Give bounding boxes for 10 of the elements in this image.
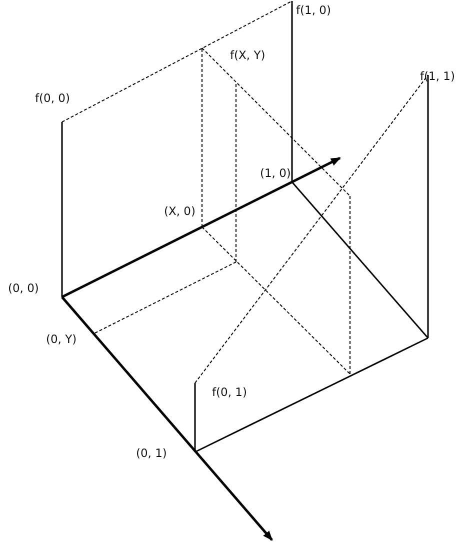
point-label: f(0, 1): [212, 387, 247, 398]
point-label: (X, 0): [164, 206, 196, 218]
point-label: (0, 1): [136, 448, 167, 460]
point-label: (0, 0): [8, 283, 39, 294]
point-label: f(1, 0): [296, 5, 331, 16]
point-label: f(X, Y): [230, 50, 266, 62]
point-label: (1, 0): [260, 168, 291, 180]
point-label: f(0, 0): [35, 93, 70, 104]
point-label: (0, Y): [46, 334, 77, 346]
point-label: f(1, 1): [420, 71, 455, 82]
